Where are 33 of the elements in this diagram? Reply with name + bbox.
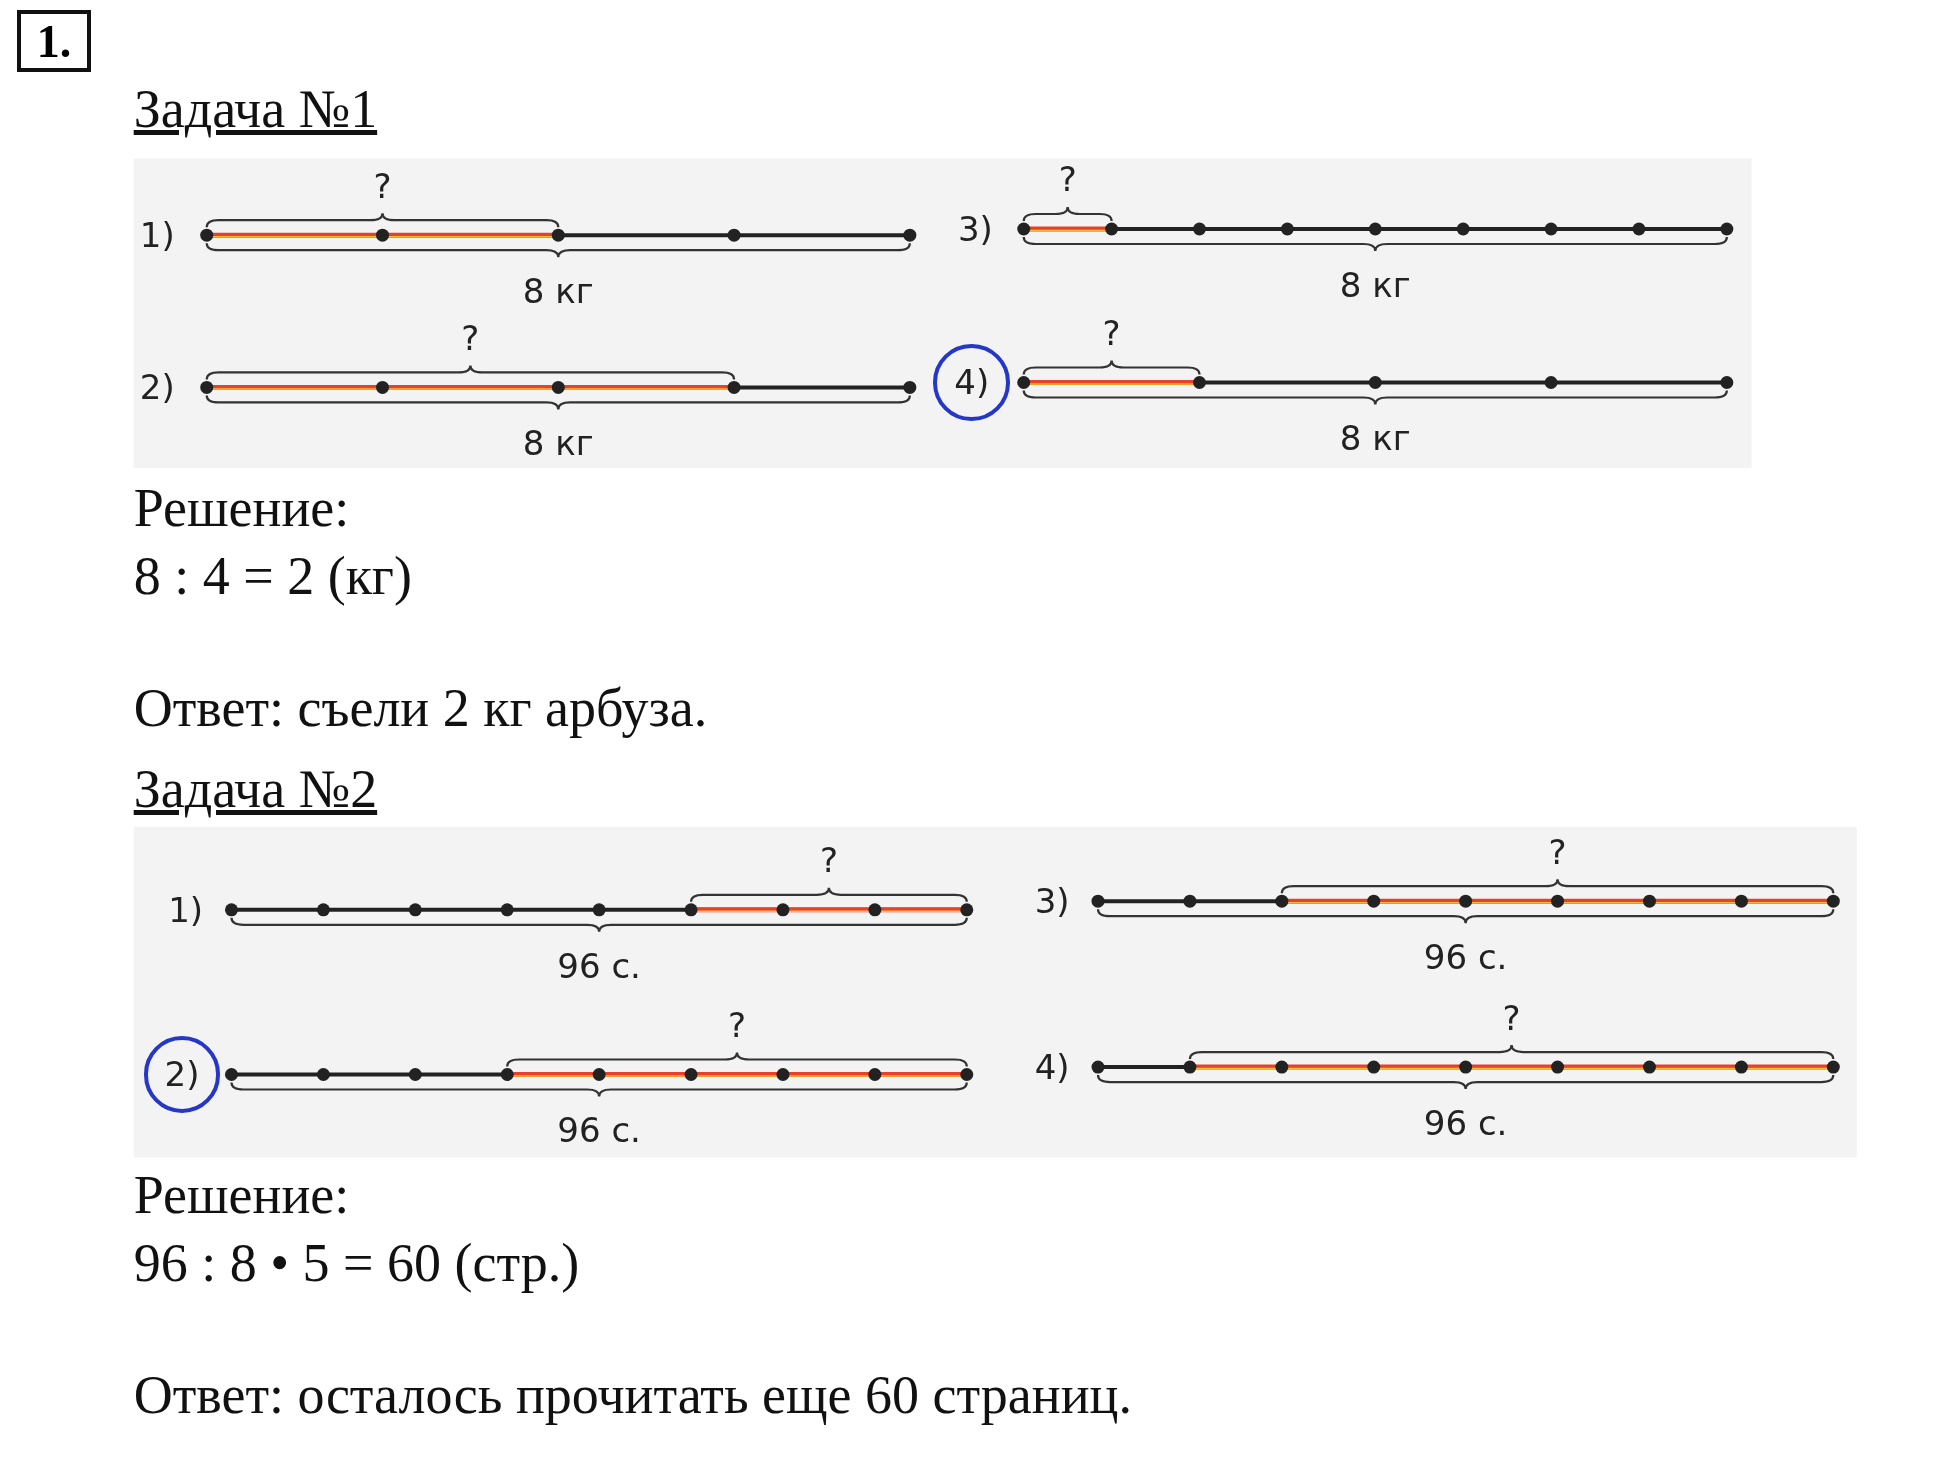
total-label: 96 с. — [1423, 936, 1508, 977]
item-number: 1) — [168, 889, 204, 930]
total-label: 96 с. — [557, 945, 641, 986]
answer-text: Ответ: съели 2 кг арбуза. — [133, 677, 708, 740]
task-heading: Задача №2 — [133, 757, 378, 820]
equation: 8 : 4 = 2 (кг) — [133, 544, 412, 607]
question-mark: ? — [819, 840, 838, 881]
question-mark: ? — [1502, 997, 1521, 1038]
item-number: 2) — [139, 367, 175, 408]
question-mark: ? — [1102, 313, 1121, 353]
task-heading: Задача №1 — [133, 77, 378, 140]
question-mark: ? — [1058, 159, 1077, 200]
question-mark: ? — [373, 165, 392, 206]
total-label: 8 кг — [522, 423, 594, 464]
total-label: 8 кг — [1339, 418, 1411, 459]
question-mark: ? — [461, 317, 480, 358]
item-number: 3) — [1034, 881, 1070, 922]
answer-text: Ответ: осталось прочитать еще 60 страниц. — [133, 1364, 1132, 1427]
circled-answer-number: 4) — [933, 344, 1011, 421]
circled-answer-number: 2) — [143, 1036, 221, 1113]
item-number: 3) — [958, 209, 993, 249]
equation: 96 : 8 • 5 = 60 (стр.) — [133, 1231, 580, 1294]
item-number: 4) — [1034, 1047, 1070, 1088]
total-label: 96 с. — [557, 1110, 641, 1151]
question-mark: ? — [728, 1004, 746, 1045]
total-label: 8 кг — [1339, 264, 1411, 305]
total-label: 96 с. — [1423, 1102, 1508, 1143]
item-number: 1) — [139, 215, 175, 256]
solution-heading: Решение: — [133, 1163, 350, 1226]
solution-heading: Решение: — [133, 476, 350, 539]
total-label: 8 кг — [522, 270, 594, 311]
question-mark: ? — [1548, 831, 1567, 872]
exercise-number-box: 1. — [17, 10, 91, 72]
